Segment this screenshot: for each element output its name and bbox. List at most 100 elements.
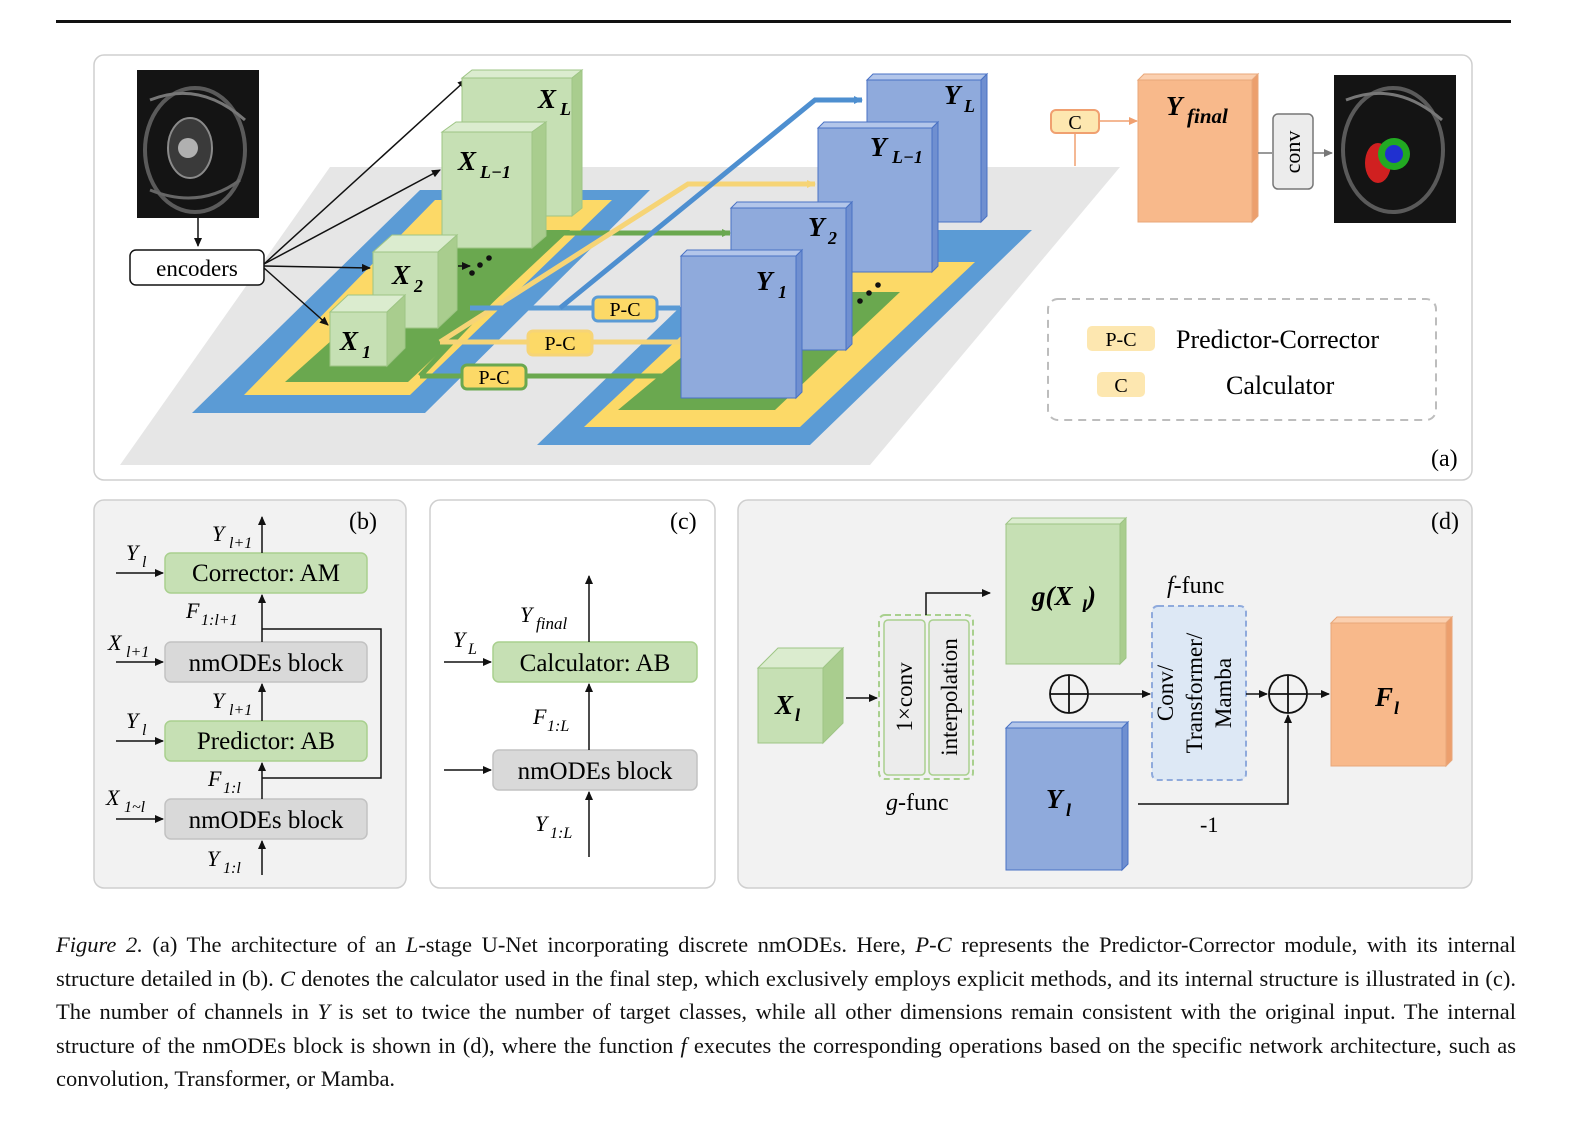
encoder-arrows — [263, 79, 467, 326]
nmodes-block-c — [492, 749, 698, 791]
decoder-block-y1: Y 1 — [679, 248, 804, 400]
nmodes-block-b-top — [164, 641, 368, 683]
svg-text:X: X — [391, 260, 411, 290]
output-segmentation-image — [1334, 75, 1456, 223]
svg-text:final: final — [536, 614, 567, 633]
minus-one-label: -1 — [1200, 812, 1218, 837]
svg-text:P-C: P-C — [478, 367, 509, 389]
top-rule — [56, 20, 1511, 23]
svg-text:g-func: g-func — [886, 790, 949, 816]
pc-tag-2: P-C — [526, 329, 594, 357]
svg-text:Y: Y — [1166, 91, 1185, 121]
svg-text:encoders: encoders — [156, 256, 238, 281]
svg-text:Predictor-Corrector: Predictor-Corrector — [1176, 325, 1379, 354]
svg-text:Y: Y — [126, 708, 141, 733]
svg-text:L: L — [467, 641, 477, 658]
svg-text:X: X — [107, 630, 123, 655]
svg-text:Calculator: AB: Calculator: AB — [520, 650, 671, 677]
corrector-box — [164, 552, 368, 594]
svg-text:Mamba: Mamba — [1211, 658, 1236, 728]
svg-text:Y: Y — [126, 540, 141, 565]
calculator-tag: C — [1050, 109, 1138, 166]
panel-d-tag: (d) — [1431, 509, 1459, 535]
panel-d: (d) X l 1×conv interpolation g-func g(X … — [737, 499, 1473, 889]
svg-text:Y: Y — [944, 80, 963, 110]
svg-text:Corrector: AM: Corrector: AM — [192, 560, 340, 587]
panel-b: (b) Corrector: AM nmODEs block Predictor… — [93, 499, 407, 889]
svg-text:Y: Y — [1046, 784, 1065, 814]
svg-text:f-func: f-func — [1167, 573, 1224, 599]
svg-text:1:L: 1:L — [547, 718, 569, 735]
figure-diagram: P-C P-C P-C encoders — [93, 54, 1473, 889]
svg-text:conv: conv — [1280, 131, 1305, 174]
decoder-ellipsis — [857, 282, 881, 304]
g-func-group: 1×conv interpolation g-func — [878, 614, 974, 816]
encoder-cube-x2: X 2 — [371, 233, 459, 330]
decoder-block-yl-minus-1: Y L−1 — [816, 120, 940, 274]
svg-text:L−1: L−1 — [479, 162, 511, 182]
svg-text:l: l — [142, 722, 147, 739]
svg-text:nmODEs block: nmODEs block — [518, 758, 673, 785]
nmodes-block-b-bottom — [164, 798, 368, 840]
svg-text:1: 1 — [778, 282, 787, 302]
svg-text:Y: Y — [535, 811, 550, 836]
svg-text:X: X — [774, 690, 794, 720]
svg-text:1:l: 1:l — [223, 780, 241, 797]
legend-pc-swatch — [1087, 326, 1155, 351]
svg-text:L: L — [559, 99, 571, 119]
f-l-block: F l — [1329, 615, 1454, 768]
svg-text:interpolation: interpolation — [937, 638, 962, 756]
svg-text:F: F — [532, 704, 547, 729]
svg-text:P-C: P-C — [609, 299, 640, 321]
svg-text:1: 1 — [362, 342, 371, 362]
svg-text:1×conv: 1×conv — [892, 662, 917, 732]
input-mri-image — [137, 70, 259, 218]
svg-text:F: F — [1374, 682, 1393, 712]
svg-text:L: L — [963, 96, 975, 116]
sum-node-1 — [1049, 674, 1089, 714]
panel-b-tag: (b) — [349, 509, 377, 535]
svg-text:Calculator: Calculator — [1226, 371, 1335, 400]
svg-text:X: X — [457, 146, 477, 176]
panel-a: P-C P-C P-C encoders — [93, 54, 1473, 481]
panel-c: (c) Calculator: AB nmODEs block Y final … — [429, 499, 716, 889]
interpolation-box — [928, 619, 970, 776]
svg-text:X: X — [339, 326, 359, 356]
svg-text:Y: Y — [756, 266, 775, 296]
svg-text:nmODEs block: nmODEs block — [189, 650, 344, 677]
predictor-box — [164, 720, 368, 762]
pc-tag-3: P-C — [460, 363, 528, 391]
encoder-cube-xl-minus-1: X L−1 — [440, 121, 548, 250]
svg-text:F: F — [185, 598, 200, 623]
svg-text:l: l — [795, 705, 800, 725]
calculator-box — [492, 641, 698, 683]
encoder-cube-x1: X 1 — [328, 293, 407, 368]
svg-text:l+1: l+1 — [229, 702, 252, 719]
svg-text:l: l — [1066, 800, 1071, 820]
g-x-block: g(X l ) — [1004, 516, 1128, 666]
sum-node-2 — [1268, 674, 1308, 714]
svg-text:1:l+1: 1:l+1 — [201, 612, 238, 629]
svg-text:nmODEs block: nmODEs block — [189, 807, 344, 834]
svg-text:): ) — [1084, 581, 1096, 611]
svg-text:Y: Y — [212, 688, 227, 713]
svg-text:l: l — [142, 554, 147, 571]
svg-text:Conv/: Conv/ — [1153, 664, 1178, 721]
svg-text:P-C: P-C — [1105, 329, 1136, 351]
encoders-box: encoders — [129, 218, 265, 286]
svg-text:2: 2 — [413, 276, 423, 296]
svg-text:P-C: P-C — [544, 333, 575, 355]
svg-text:Y: Y — [870, 132, 889, 162]
svg-text:Y: Y — [212, 521, 227, 546]
svg-text:C: C — [1114, 375, 1127, 397]
svg-text:g(X: g(X — [1031, 581, 1073, 611]
svg-text:final: final — [1187, 104, 1228, 128]
svg-text:Y: Y — [520, 602, 535, 627]
legend-c-swatch — [1097, 372, 1145, 397]
pc-tag-1: P-C — [591, 295, 659, 323]
conv-box: conv — [1258, 113, 1333, 190]
y-final-block: Y final — [1136, 72, 1260, 224]
svg-text:F: F — [207, 766, 222, 791]
legend: P-C Predictor-Corrector C Calculator — [1047, 298, 1437, 421]
svg-text:2: 2 — [827, 228, 837, 248]
